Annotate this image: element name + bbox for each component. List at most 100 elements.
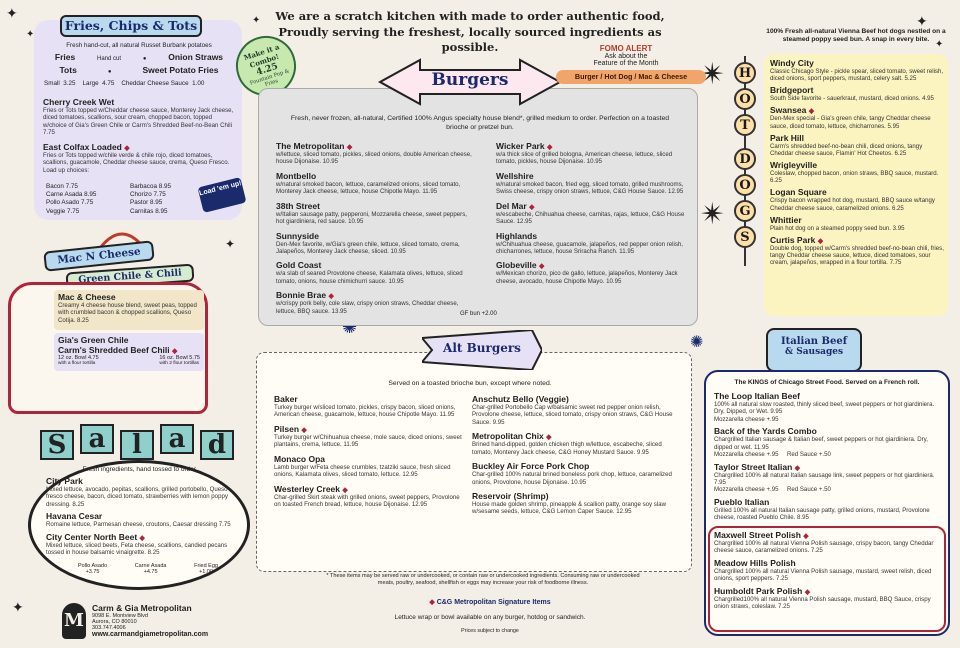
fomo-line-1: Ask about the — [604, 53, 648, 60]
item-name: Havana Cesar — [46, 511, 103, 522]
load-option: Chorizo 7.75 — [130, 191, 166, 199]
salad-adds: Pollo Asado+3.75 Carne Asada+4.75 Fried … — [78, 563, 218, 575]
fries-row-2: Tots ● Sweet Potato Fries — [44, 65, 234, 75]
item-desc: Chargrilled 100% all natural Italian sau… — [714, 471, 935, 486]
burgers-arrow-title: Burgers — [370, 58, 570, 106]
item-desc: South Side favorite - sauerkraut, mustar… — [770, 95, 934, 103]
load-option: Pastor 8.95 — [130, 199, 163, 207]
item-desc: Mixed lettuce, avocado, pepitas, scallio… — [46, 486, 228, 508]
lettuce-wrap-note: Lettuce wrap or bowl available on any bu… — [394, 614, 586, 621]
item-name: Metropolitan Chix ◆ — [472, 431, 682, 441]
add-label: Fried Egg — [194, 563, 218, 569]
header-tagline: We are a scratch kitchen with made to or… — [270, 9, 670, 56]
salad-intro: Fresh ingredients, hand tossed to order. — [82, 466, 198, 473]
item-name-text: The Metropolitan — [276, 141, 345, 151]
load-option: Veggie 7.75 — [46, 207, 80, 215]
sparkle-star-icon: ✦ — [935, 39, 944, 50]
item-name: Pueblo Italian — [714, 496, 770, 507]
item-desc: Char-grilled Portobello Cap w/balsamic s… — [472, 404, 673, 426]
alt-intro: Served on a toasted brioche bun, except … — [388, 380, 552, 387]
item-name: Baker — [274, 394, 298, 404]
item-name: Anschutz Bello (Veggie) — [472, 394, 569, 404]
cup-price: 12 oz. Bowl 4.75 — [58, 355, 99, 361]
bowl-note: with 2 flour tortillas — [159, 361, 200, 366]
hotdogs-panel — [764, 54, 948, 316]
signature-icon: ◆ — [817, 237, 824, 245]
item-desc: Char-grilled 100% natural brined boneles… — [472, 471, 672, 486]
burgers-left-column: The Metropolitan ◆w/lettuce, sliced toma… — [276, 141, 476, 320]
fries-row-1: Fries Hand cut ● Onion Straws — [44, 52, 234, 62]
bullet-icon: ● — [107, 69, 112, 75]
signature-icon: ◆ — [794, 464, 801, 472]
item-desc: Den-Mex special - Gia's green chile, tan… — [770, 115, 931, 130]
sparkle-star-icon: ✦ — [12, 599, 24, 615]
menu-item: Bonnie Brae ◆w/crispy pork belly, cole s… — [276, 290, 476, 315]
item-desc: Creamy 4 cheese house blend, sweet peas,… — [58, 302, 197, 324]
signature-icon: ◆ — [346, 144, 353, 151]
item-desc: w/escabeche, Chihuahua cheese, carnitas,… — [496, 210, 685, 226]
menu-item: Pilsen ◆Turkey burger w/Chihuahua cheese… — [274, 424, 464, 449]
item-desc: Chargrilled100% all natural Vienna Polis… — [714, 595, 931, 611]
item-name: Wrigleyville — [770, 159, 818, 170]
item-desc: w/Italian sausage patty, pepperoni, Mozz… — [276, 210, 467, 226]
item-name: Mac & Cheese — [58, 292, 116, 302]
item-desc: w/natural smoked bacon, fried egg, slice… — [496, 180, 684, 196]
website-link[interactable]: www.carmandgiametropolitan.com — [92, 631, 209, 638]
item-name-text: Taylor Street Italian — [714, 461, 793, 472]
menu-item: Anschutz Bello (Veggie)Char-grilled Port… — [472, 394, 682, 426]
item-name: Bonnie Brae ◆ — [276, 290, 476, 300]
menu-item: Swansea ◆Den-Mex special - Gia's green c… — [770, 105, 944, 130]
item-name: Reservoir (Shrimp) — [472, 490, 549, 501]
item-name: Logan Square — [770, 187, 827, 198]
tots-option: Tots — [59, 65, 77, 75]
restaurant-name: Carm & Gia Metropolitan — [92, 603, 192, 613]
alt-title-arrow: Alt Burgers — [419, 328, 544, 372]
polish-list: Maxwell Street Polish ◆Chargrilled 100% … — [714, 530, 942, 611]
item-name: Monaco Opa — [274, 453, 326, 464]
item-desc: House made golden shrimp, pineapple & sc… — [472, 500, 666, 516]
item-name: Bridgeport — [770, 85, 814, 96]
item-name: East Colfax Loaded ◆ — [43, 142, 235, 152]
item-name-text: Globeville — [496, 260, 537, 271]
item-desc: Chargrilled 100% all natural Vienna Poli… — [714, 540, 934, 555]
bullet-icon: ● — [142, 56, 147, 62]
signature-icon: ◆ — [803, 533, 809, 540]
item-name: Carm's Shredded Beef Chili ◆ — [58, 345, 200, 355]
hotdog-letter: G — [734, 200, 756, 222]
item-name-text: Curtis Park — [770, 234, 816, 245]
onion-straws-option: Onion Straws — [168, 52, 224, 62]
item-desc: Mixed lettuce, sliced beets, Feta cheese… — [46, 541, 228, 557]
item-name: Humboldt Park Polish ◆ — [714, 586, 942, 596]
address-line-1: 9098 E. Montview Blvd — [92, 613, 148, 619]
item-name: Wellshire — [496, 170, 534, 181]
fries-items: Cherry Creek Wet Fries or Tots topped w/… — [43, 97, 235, 179]
item-desc: Grilled 100% all natural Italian sausage… — [714, 506, 930, 522]
starburst-icon: ✴ — [700, 198, 726, 231]
item-name: Sunnyside — [276, 230, 319, 241]
item-desc: Fries or Tots topped w/Cheddar cheese sa… — [43, 107, 234, 137]
item-name: Windy City — [770, 58, 814, 68]
item-name-text: Westerley Creek — [274, 483, 340, 494]
item-name: The Metropolitan ◆ — [276, 141, 476, 151]
item-name: Wicker Park ◆ — [496, 141, 686, 151]
item-name: Westerley Creek ◆ — [274, 484, 464, 494]
alt-burgers-panel — [256, 352, 692, 572]
item-name: Cherry Creek Wet — [43, 97, 115, 107]
item-desc: w/a slab of seared Provolone cheese, Kal… — [276, 270, 463, 285]
fries-loads-right: Barbacoa 8.95 Chorizo 7.75 Pastor 8.95 C… — [130, 183, 171, 216]
load-option: Carnitas 8.95 — [130, 207, 168, 215]
fomo-banner: Burger / Hot Dog / Mac & Cheese — [556, 70, 706, 84]
signature-icon: ◆ — [124, 144, 130, 152]
prices-note: Prices subject to change — [461, 628, 519, 634]
